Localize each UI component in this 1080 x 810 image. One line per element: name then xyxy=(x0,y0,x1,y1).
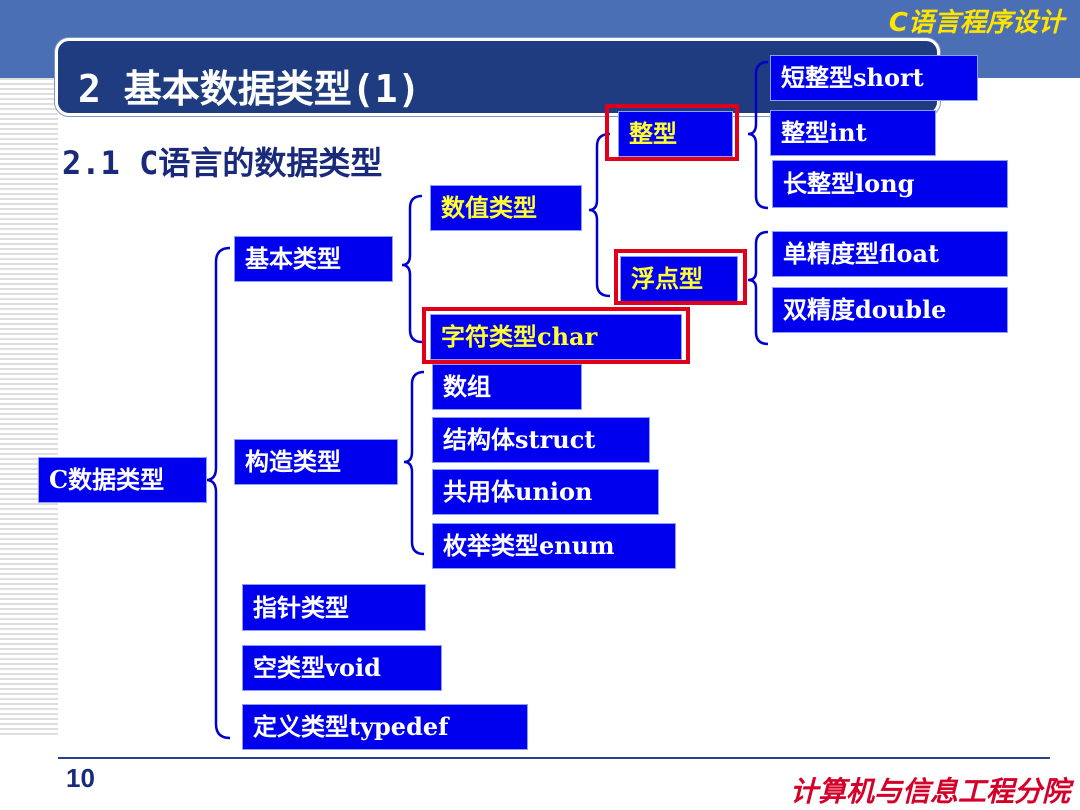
brace-integer xyxy=(747,60,769,210)
brace-basic xyxy=(401,194,423,344)
node-pointer: 指针类型 xyxy=(242,584,426,631)
node-numeric: 数值类型 xyxy=(430,185,582,231)
node-root: C数据类型 xyxy=(38,457,207,503)
brace-numeric xyxy=(588,132,611,298)
node-void: 空类型void xyxy=(242,645,442,691)
brace-root xyxy=(205,246,231,740)
slide-title: 2 基本数据类型(1) xyxy=(78,67,421,111)
node-float: 单精度型float xyxy=(772,231,1008,277)
node-integer: 整型 xyxy=(618,111,733,157)
brace-construct xyxy=(403,370,425,556)
course-title: C语言程序设计 xyxy=(888,8,1064,38)
node-long: 长整型long xyxy=(772,160,1008,208)
node-int: 整型int xyxy=(770,110,936,156)
section-subtitle: 2.1 C语言的数据类型 xyxy=(62,144,383,182)
node-struct: 结构体struct xyxy=(432,417,650,463)
node-array: 数组 xyxy=(432,364,582,410)
highlight-char xyxy=(422,307,690,364)
node-char: 字符类型char xyxy=(430,314,682,360)
node-construct: 构造类型 xyxy=(234,439,398,485)
brace-float xyxy=(747,230,769,346)
node-short: 短整型short xyxy=(770,55,978,101)
node-double: 双精度double xyxy=(772,287,1008,333)
node-union: 共用体union xyxy=(432,469,659,515)
left-stripes xyxy=(0,78,58,738)
highlight-integer xyxy=(605,104,739,161)
node-typedef: 定义类型typedef xyxy=(242,704,528,750)
node-enum: 枚举类型enum xyxy=(432,523,676,569)
node-float-group: 浮点型 xyxy=(620,256,738,302)
node-basic: 基本类型 xyxy=(234,236,393,282)
highlight-float-group xyxy=(614,249,747,305)
department-name: 计算机与信息工程分院 xyxy=(789,775,1070,808)
footer-divider xyxy=(58,757,1050,759)
page-number: 10 xyxy=(66,763,95,793)
